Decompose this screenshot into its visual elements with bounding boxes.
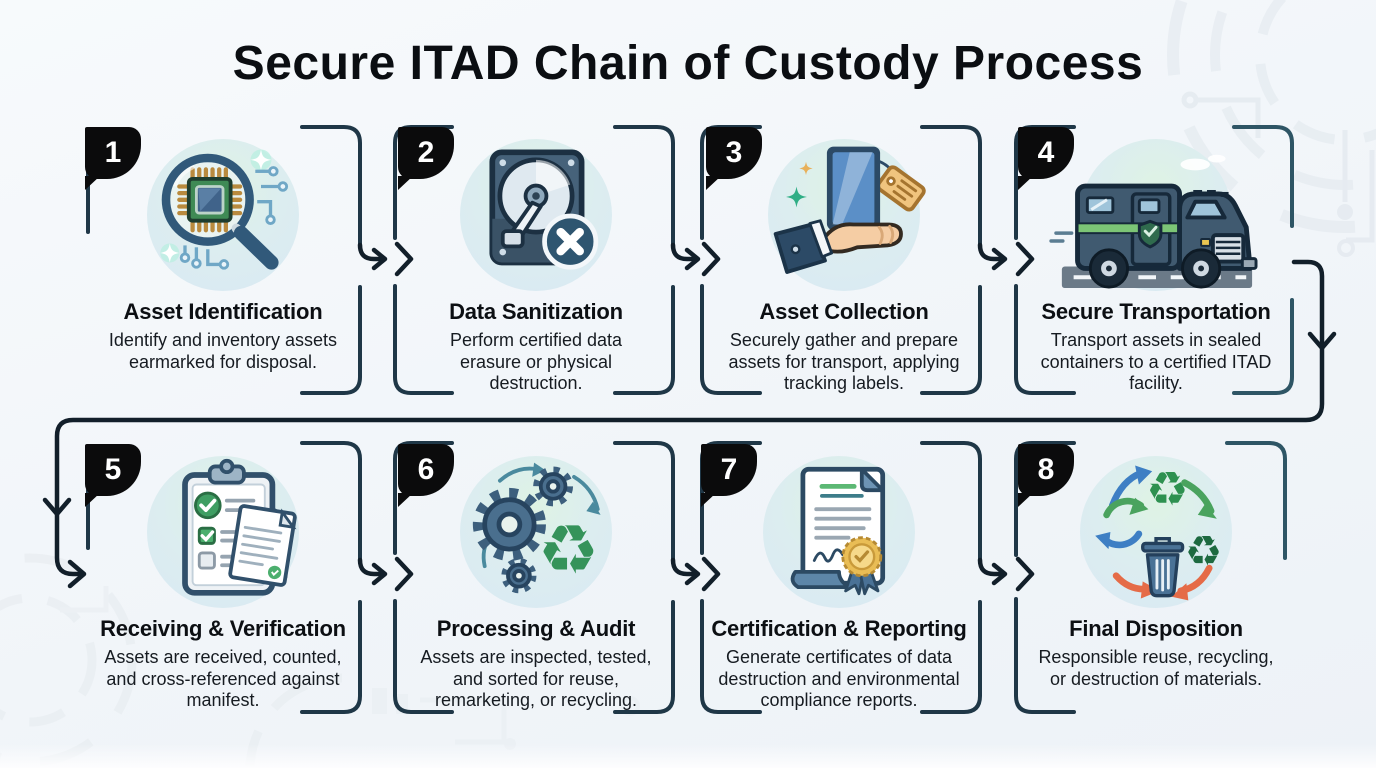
step-icon-circle bbox=[147, 139, 299, 291]
step-number-badge: 8 bbox=[1018, 444, 1074, 507]
step-number: 3 bbox=[725, 136, 743, 169]
step-icon-circle bbox=[460, 139, 612, 291]
step-title: Asset Collection bbox=[759, 299, 929, 324]
magnifier-chip-icon bbox=[160, 149, 289, 270]
step-description: Transport assets in sealed containers to… bbox=[1040, 330, 1272, 394]
step-title: Data Sanitization bbox=[449, 299, 623, 324]
recycle-symbol: ♻ bbox=[1146, 463, 1189, 518]
step-number-badge: 2 bbox=[398, 127, 454, 190]
step-number: 4 bbox=[1037, 136, 1055, 169]
step-description: Assets are received, counted, and cross-… bbox=[104, 647, 342, 711]
step-description: Responsible reuse, recycling, or destruc… bbox=[1038, 647, 1274, 689]
step-card-2: 2 Data Sanitization Perform certified da… bbox=[390, 125, 682, 400]
step-number: 8 bbox=[1037, 453, 1055, 486]
step-title: Asset Identification bbox=[123, 299, 323, 324]
step-icon-circle: ♻ bbox=[460, 456, 612, 608]
step-title: Receiving & Verification bbox=[100, 616, 346, 641]
hand-tablet-tag-icon bbox=[773, 146, 926, 274]
step-icon-circle: ♻ ♻ bbox=[1080, 456, 1232, 608]
step-number: 7 bbox=[720, 453, 738, 486]
step-card-5: 5 Receiving & Ve bbox=[77, 442, 369, 717]
step-title: Final Disposition bbox=[1069, 616, 1243, 641]
recycle-symbol: ♻ bbox=[538, 512, 599, 591]
step-number-badge: 7 bbox=[701, 444, 757, 507]
clipboard-checklist-icon bbox=[182, 458, 297, 596]
certificate-seal-icon bbox=[790, 466, 886, 596]
recycle-bin-icon: ♻ ♻ bbox=[1095, 463, 1222, 601]
step-title: Processing & Audit bbox=[436, 616, 636, 641]
page-title: Secure ITAD Chain of Custody Process bbox=[232, 37, 1144, 90]
step-number: 1 bbox=[104, 136, 122, 169]
step-card-3: 3 Asset Collection Securely gather and p… bbox=[698, 125, 990, 400]
step-number: 5 bbox=[104, 453, 122, 486]
step-icon-circle bbox=[147, 456, 299, 608]
step-number: 2 bbox=[417, 136, 435, 169]
recycle-symbol: ♻ bbox=[1185, 527, 1222, 576]
step-card-1: 1 bbox=[77, 125, 369, 400]
step-icon-circle bbox=[768, 139, 926, 291]
hard-drive-erase-icon bbox=[489, 149, 599, 270]
step-title: Secure Transportation bbox=[1041, 299, 1271, 324]
step-description: Identify and inventory assets earmarked … bbox=[108, 330, 338, 372]
step-card-6: 6 ♻ Proce bbox=[390, 442, 682, 717]
gears-recycle-icon: ♻ bbox=[472, 462, 601, 594]
step-description: Assets are inspected, tested, and sorted… bbox=[420, 647, 652, 711]
armored-truck-icon bbox=[1049, 154, 1258, 289]
step-number-badge: 5 bbox=[85, 444, 141, 507]
step-title: Certification & Reporting bbox=[711, 616, 967, 641]
step-number-badge: 1 bbox=[85, 127, 141, 190]
step-card-4: 4 bbox=[1010, 125, 1302, 400]
step-description: Securely gather and prepare assets for t… bbox=[728, 330, 960, 394]
step-card-8: 8 ♻ ♻ Final Disposition Respon bbox=[1010, 442, 1302, 717]
step-description: Generate certificates of data destructio… bbox=[718, 647, 960, 711]
step-card-7: 7 Certification & Reporting Generate cer… bbox=[693, 442, 985, 717]
step-number-badge: 3 bbox=[706, 127, 762, 190]
step-icon-circle bbox=[1049, 139, 1258, 291]
step-icon-circle bbox=[763, 456, 915, 608]
step-number: 6 bbox=[417, 453, 435, 486]
step-number-badge: 6 bbox=[398, 444, 454, 507]
step-description: Perform certified data erasure or physic… bbox=[449, 330, 623, 394]
